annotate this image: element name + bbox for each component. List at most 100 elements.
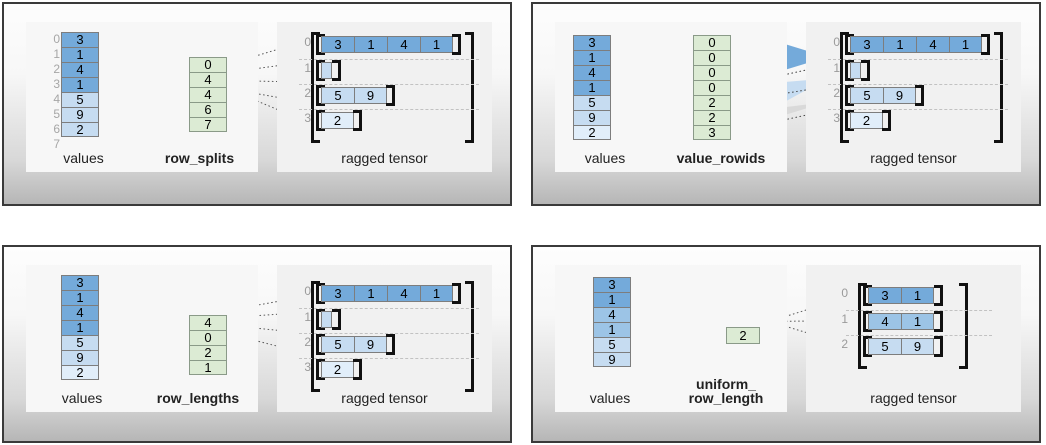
row-bracket-right (353, 359, 362, 380)
encoding-label-uniform-row-length: uniform_ row_length (688, 375, 764, 407)
encoding-column-row-splits: 0 4 4 6 7 (189, 57, 227, 132)
tensor-cell: 3 (321, 36, 354, 53)
row-index: 1 (304, 61, 311, 75)
encoding-cell: 0 (693, 80, 731, 95)
row-divider (846, 335, 992, 336)
values-column: 3 1 4 1 5 9 2 (573, 35, 611, 140)
row-bracket-left (316, 283, 325, 304)
row-bracket-left (316, 85, 325, 106)
encoding-cell: 0 (693, 50, 731, 65)
row-divider (828, 84, 1008, 85)
value-index: 2 (53, 62, 60, 76)
tensor-cell: 5 (321, 87, 354, 104)
ragged-tensor-label: ragged tensor (870, 390, 957, 407)
ragged-row: 0 3 1 (841, 283, 986, 309)
row-bracket-left (845, 60, 854, 81)
row-index: 0 (833, 35, 840, 49)
row-cells: 2 (850, 112, 883, 129)
ragged-row: 0 3 1 4 1 (299, 281, 479, 307)
ragged-row: 2 5 9 (841, 334, 986, 359)
outer-bracket-right (959, 283, 968, 369)
ragged-tensor-card-row-lengths: 0 3 1 4 1 1 (277, 265, 492, 412)
ragged-tensor: 0 3 1 4 1 1 (828, 32, 1008, 143)
tensor-cell: 2 (321, 112, 354, 129)
ragged-tensor-label: ragged tensor (870, 150, 957, 167)
row-bracket-left (845, 85, 854, 106)
tensor-cell: 4 (387, 285, 420, 302)
ragged-tensor: 0 3 1 4 1 1 (299, 281, 479, 392)
value-cell: 1 (573, 80, 611, 95)
value-cell: 3 (593, 277, 631, 292)
row-divider (299, 333, 479, 334)
row-cells: 5 9 (850, 87, 916, 104)
row-bracket-left (316, 60, 325, 81)
tensor-cell: 5 (850, 87, 883, 104)
tensor-cell: 3 (321, 285, 354, 302)
value-cell: 1 (593, 322, 631, 337)
encoding-column-value-rowids: 0 0 0 0 2 2 3 (693, 35, 731, 140)
row-bracket-left (316, 110, 325, 131)
value-cell: 4 (61, 305, 99, 320)
row-bracket-right (934, 311, 943, 332)
value-index: 4 (53, 92, 60, 106)
row-bracket-right (981, 34, 990, 55)
outer-bracket-left (311, 32, 320, 143)
tensor-cell-empty (850, 62, 861, 79)
encoding-cell: 2 (693, 95, 731, 110)
values-column: 3 1 4 1 5 9 2 (61, 275, 99, 380)
encoding-cell: 0 (189, 57, 227, 72)
row-cells: 2 (321, 361, 354, 378)
value-text: 3 (76, 32, 84, 47)
row-index: 1 (833, 61, 840, 75)
tensor-cell: 5 (868, 338, 901, 355)
row-divider (299, 308, 479, 309)
encoding-column-row-lengths: 4 0 2 1 (189, 315, 227, 375)
outer-bracket-right (994, 32, 1003, 143)
ragged-row: 0 3 1 4 1 (828, 32, 1008, 58)
row-index: 2 (833, 86, 840, 100)
encoding-cell: 2 (189, 345, 227, 360)
values-column: 3 1 4 1 5 9 (593, 277, 631, 367)
value-cell: 1 (61, 320, 99, 335)
values-label: values (589, 390, 631, 407)
ragged-row: 0 3 1 4 1 (299, 32, 479, 58)
row-divider (299, 84, 479, 85)
value-index: 1 (53, 47, 60, 61)
row-index: 2 (841, 337, 848, 351)
value-cell: 4 (573, 65, 611, 80)
row-index: 0 (304, 35, 311, 49)
row-divider (299, 358, 479, 359)
encoding-label-row-lengths: row_lengths (156, 390, 240, 407)
row-divider (846, 310, 992, 311)
ragged-row: 1 (299, 307, 479, 332)
outer-bracket-right (465, 32, 474, 143)
row-cells: 3 1 4 1 (321, 285, 453, 302)
tensor-cell: 3 (868, 287, 901, 304)
tensor-cell: 1 (354, 285, 387, 302)
panel-row-lengths: 3 1 4 1 5 9 2 4 0 2 1 values row_lengths (2, 245, 512, 443)
row-index: 3 (304, 360, 311, 374)
values-label: values (584, 150, 626, 167)
row-bracket-right (332, 309, 341, 330)
ragged-tensor-label: ragged tensor (341, 150, 428, 167)
value-cell: 1 (573, 50, 611, 65)
encoding-cell: 2 (693, 110, 731, 125)
outer-bracket-left (840, 32, 849, 143)
row-bracket-left (316, 34, 325, 55)
encoding-cell: 7 (189, 117, 227, 132)
row-index: 2 (304, 86, 311, 100)
ragged-tensor-card-row-splits: 0 3 1 4 1 1 (277, 22, 492, 172)
encoding-cell: 4 (189, 87, 227, 102)
row-index: 3 (304, 111, 311, 125)
row-bracket-right (934, 285, 943, 306)
value-cell: 3 (573, 35, 611, 50)
row-bracket-left (863, 311, 872, 332)
row-bracket-left (316, 359, 325, 380)
values-label: values (63, 150, 104, 167)
row-cells (321, 62, 332, 79)
row-bracket-right (882, 110, 891, 131)
